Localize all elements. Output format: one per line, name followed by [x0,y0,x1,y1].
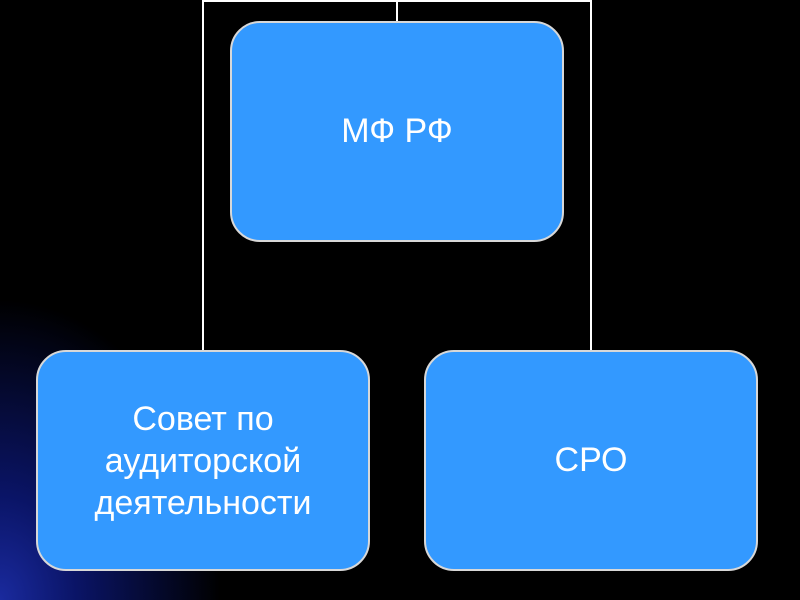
node-ministry-of-finance: МФ РФ [230,21,564,242]
node-audit-council: Совет по аудиторской деятельности [36,350,370,571]
node-ministry-of-finance-label: МФ РФ [341,112,453,150]
node-audit-council-label: Совет по аудиторской деятельности [94,399,312,522]
node-sro-label: СРО [554,441,628,479]
node-sro: СРО [424,350,758,571]
